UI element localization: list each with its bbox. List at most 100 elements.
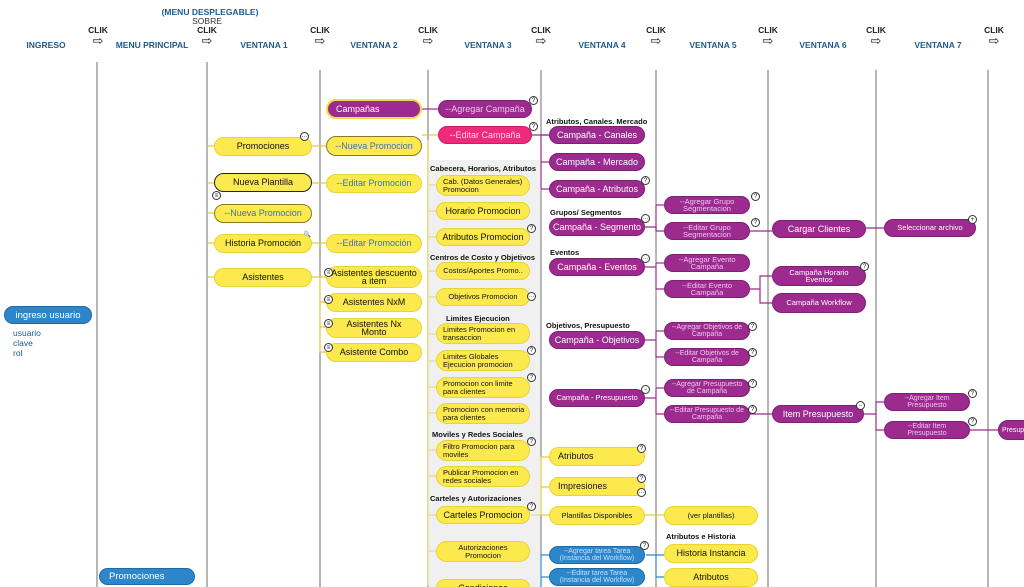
search-icon: 🔍 — [303, 232, 312, 238]
campanas-button[interactable]: Campañas — [326, 99, 422, 119]
filtro-moviles-button[interactable]: Filtro Promocion para moviles — [436, 440, 530, 461]
asistente-descuento-button[interactable]: Asistentes descuento a item — [326, 266, 422, 288]
campana-segmento-button[interactable]: Campaña - Segmento — [549, 218, 645, 236]
section-grupos: Grupos/ Segmentos — [550, 208, 622, 217]
editar-grupo-button[interactable]: --Editar Grupo Segmentacion — [664, 222, 750, 240]
ver-plantillas-button[interactable]: (ver plantillas) — [664, 506, 758, 525]
editar-evento-button[interactable]: --Editar Evento Campaña — [664, 280, 750, 298]
clik-arrow-7: CLIK⇨ — [758, 25, 778, 48]
promociones-button[interactable]: Promociones — [214, 137, 312, 156]
column-header-ventana-2: VENTANA 2 — [350, 40, 398, 50]
promocion-limite-button[interactable]: Promocion con limite para clientes — [436, 377, 530, 398]
section-limites: Limites Ejecucion — [446, 314, 510, 323]
costos-aportes-button[interactable]: Costos/Aportes Promo.. — [436, 262, 530, 280]
editar-promocion-button[interactable]: --Editar Promoción — [326, 174, 422, 193]
help-icon: ? — [527, 346, 536, 355]
editar-presupuesto-button[interactable]: --Editar Presupuesto de Campaña — [664, 405, 750, 423]
cab-datos-generales-button[interactable]: Cab. (Datos Generales) Promocion — [436, 175, 530, 196]
autorizaciones-button[interactable]: Autorizaciones Promocion — [436, 541, 530, 562]
agregar-grupo-button[interactable]: --Agregar Grupo Segmentacion — [664, 196, 750, 214]
arrow-right-icon: ⇨ — [314, 33, 326, 48]
editar-tarea-button[interactable]: --Editar tarea Tarea (Instancia del Work… — [549, 568, 645, 586]
promocion-memoria-button[interactable]: Promocion con memoria para clientes — [436, 403, 530, 424]
section-cabecera: Cabecera, Horarios, Atributos — [430, 164, 536, 173]
historia-promocion-button[interactable]: Historia Promoción — [214, 234, 312, 253]
help-icon: ? — [641, 176, 650, 185]
help-icon: ? — [527, 224, 536, 233]
agregar-objetivos-button[interactable]: --Agregar Objetivos de Campaña — [664, 322, 750, 340]
help-icon: ? — [527, 502, 536, 511]
agregar-campana-button[interactable]: --Agregar Campaña — [438, 100, 532, 118]
column-header-ventana-1: VENTANA 1 — [240, 40, 288, 50]
publicar-redes-button[interactable]: Publicar Promocion en redes sociales — [436, 466, 530, 487]
presupuesto-cut-button[interactable]: Presupu - — [998, 420, 1024, 440]
condiciones-button[interactable]: Condiciones — [436, 579, 530, 587]
editar-campana-button[interactable]: --Editar Campaña — [438, 126, 532, 144]
limites-globales-button[interactable]: Limites Globales Ejecucion promocion — [436, 350, 530, 371]
menu-promociones-button[interactable]: Promociones — [99, 568, 195, 585]
nueva-promocion-button[interactable]: --Nueva Promocion — [214, 204, 312, 223]
ingreso-usuario-button[interactable]: ingreso usuario — [4, 306, 92, 324]
asistente-nxm-button[interactable]: Asistentes NxM — [326, 293, 422, 312]
arrow-right-icon: ⇨ — [422, 33, 434, 48]
limites-transaccion-button[interactable]: Limites Promocion en transaccion — [436, 323, 530, 344]
item-presupuesto-button[interactable]: Item Presupuesto — [772, 405, 864, 423]
section-eventos: Eventos — [550, 248, 580, 257]
campana-eventos-button[interactable]: Campaña - Eventos — [549, 258, 645, 276]
campana-presupuesto-button[interactable]: Campaña - Presupuesto — [549, 389, 645, 407]
atributos-button[interactable]: Atributos — [549, 447, 645, 466]
column-header-ventana-4: VENTANA 4 — [578, 40, 626, 50]
campana-mercado-button[interactable]: Campaña - Mercado — [549, 153, 645, 171]
seleccionar-archivo-button[interactable]: Seleccionar archivo — [884, 219, 976, 237]
campana-horario-eventos-button[interactable]: Campaña Horario Eventos — [772, 266, 866, 286]
atributos-promocion-button[interactable]: Atributos Promocion — [436, 228, 530, 246]
asistentes-button[interactable]: Asistentes — [214, 268, 312, 287]
atributos-historia-button[interactable]: Atributos — [664, 568, 758, 587]
arrow-right-icon: ⇨ — [535, 33, 547, 48]
editar-objetivos-button[interactable]: --Editar Objetivos de Campaña — [664, 348, 750, 366]
agregar-presupuesto-button[interactable]: --Agregar Presupuesto de Campaña — [664, 379, 750, 397]
clik-arrow-5: CLIK⇨ — [531, 25, 551, 48]
help-icon: ? — [968, 389, 977, 398]
campana-canales-button[interactable]: Campaña - Canales — [549, 126, 645, 144]
asistente-combo-button[interactable]: Asistente Combo — [326, 343, 422, 362]
impresiones-button[interactable]: Impresiones — [549, 477, 645, 496]
historia-instancia-button[interactable]: Historia Instancia — [664, 544, 758, 563]
clik-arrow-8: CLIK⇨ — [866, 25, 886, 48]
nueva-promocion-v2-button[interactable]: --Nueva Promocion — [326, 136, 422, 156]
campana-objetivos-button[interactable]: Campaña - Objetivos — [549, 331, 645, 349]
attach-icon: + — [968, 215, 977, 224]
carteles-promocion-button[interactable]: Carteles Promocion — [436, 506, 530, 524]
cargar-clientes-button[interactable]: Cargar Clientes — [772, 220, 866, 238]
clik-arrow-4: CLIK⇨ — [418, 25, 438, 48]
more-icon: ··· — [637, 488, 646, 497]
agregar-tarea-button[interactable]: --Agregar tarea Tarea (Instancia del Wor… — [549, 546, 645, 564]
campana-workflow-button[interactable]: Campaña Workflow — [772, 293, 866, 313]
help-icon: ? — [748, 348, 757, 357]
asistente-nxmonto-button[interactable]: Asistentes Nx Monto — [326, 318, 422, 338]
horario-promocion-button[interactable]: Horario Promocion — [436, 202, 530, 220]
more-icon: ··· — [300, 132, 309, 141]
clik-arrow-9: CLIK⇨ — [984, 25, 1004, 48]
agregar-evento-button[interactable]: --Agregar Evento Campaña — [664, 254, 750, 272]
collapse-icon: − — [641, 385, 650, 394]
rol-field-label: rol — [13, 348, 23, 358]
editar-promocion-historia-button[interactable]: --Editar Promoción — [326, 234, 422, 253]
help-icon: ? — [751, 192, 760, 201]
column-header-ventana-7: VENTANA 7 — [914, 40, 962, 50]
help-icon: ? — [751, 218, 760, 227]
campana-atributos-button[interactable]: Campaña - Atributos — [549, 180, 645, 198]
objetivos-promocion-button[interactable]: Objetivos Promocion — [436, 288, 530, 306]
arrow-right-icon: ⇨ — [201, 33, 213, 48]
editar-item-button[interactable]: --Editar Item Presupuesto — [884, 421, 970, 439]
column-header-menu-principal: MENU PRINCIPAL — [115, 40, 189, 50]
help-icon: ? — [527, 437, 536, 446]
nueva-plantilla-button[interactable]: Nueva Plantilla — [214, 173, 312, 192]
plantillas-disponibles-button[interactable]: Plantillas Disponibles — [549, 506, 645, 525]
help-icon: ? — [529, 96, 538, 105]
section-centros: Centros de Costo y Objetivos — [430, 253, 536, 262]
agregar-item-button[interactable]: --Agregar Item Presupuesto — [884, 393, 970, 411]
more-icon: ··· — [527, 292, 536, 301]
collapse-icon: − — [856, 401, 865, 410]
